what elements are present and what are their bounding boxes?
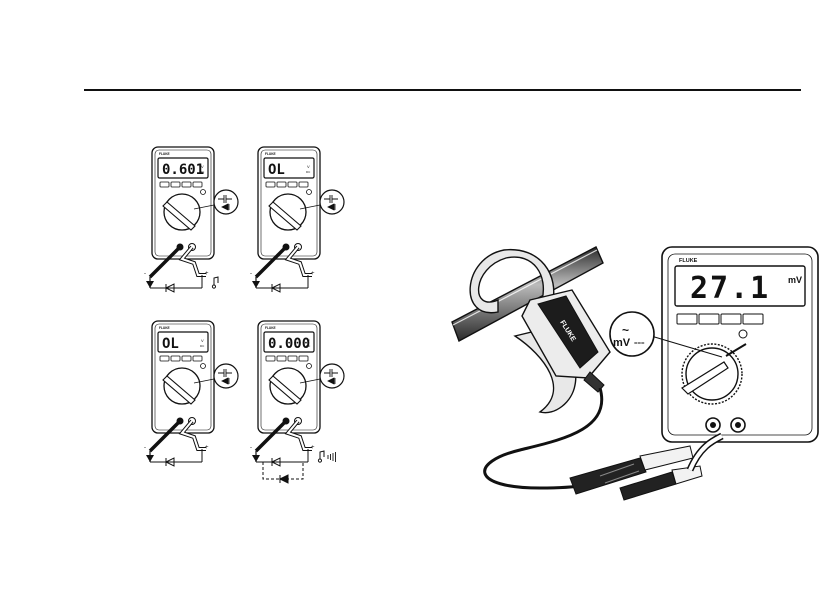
meter-reading: 0.000	[268, 336, 310, 352]
callout-dc-symbol: ===	[634, 341, 645, 347]
polarity-minus: -	[250, 445, 252, 451]
button-2[interactable]	[699, 314, 719, 324]
meter-button[interactable]	[266, 356, 275, 361]
beep-note-icon	[318, 451, 324, 462]
polarity-minus: -	[144, 445, 146, 451]
meter-button[interactable]	[299, 356, 308, 361]
clamp-setup: FLUKE FLUKE 27.1 mV	[452, 247, 818, 500]
meter-unit: V	[201, 164, 204, 169]
meter-button[interactable]	[299, 182, 308, 187]
meter-button[interactable]	[277, 182, 286, 187]
polarity-plus: +	[311, 271, 315, 277]
polarity-minus: -	[250, 271, 252, 277]
meter-button[interactable]	[288, 182, 297, 187]
meter-power-button[interactable]	[201, 190, 206, 195]
lcd-unit: mV	[788, 275, 802, 285]
meter-button[interactable]	[160, 356, 169, 361]
brand-logo: FLUKE	[679, 258, 698, 264]
parallel-branch	[263, 462, 303, 479]
meter-reading: 0.601	[162, 162, 204, 178]
meter-button[interactable]	[277, 356, 286, 361]
meter-power-button[interactable]	[201, 364, 206, 369]
meter-brand: FLUKE	[159, 152, 170, 156]
beep-note-icon	[212, 277, 218, 288]
meter-brand: FLUKE	[265, 152, 276, 156]
polarity-plus: +	[311, 445, 315, 451]
meter-button[interactable]	[182, 356, 191, 361]
polarity-plus: +	[205, 445, 209, 451]
meter-brand: FLUKE	[265, 326, 276, 330]
meter-button[interactable]	[193, 182, 202, 187]
minus-arrow	[146, 281, 154, 288]
meter-unit: V	[201, 338, 204, 343]
small-meter-2: FLUKEOLVDC-+	[250, 147, 344, 292]
meter-power-button[interactable]	[307, 364, 312, 369]
polarity-minus: -	[144, 271, 146, 277]
meter-unit: V	[307, 338, 310, 343]
meter-power-button[interactable]	[307, 190, 312, 195]
meter-brand: FLUKE	[159, 326, 170, 330]
meter-button[interactable]	[193, 356, 202, 361]
power-button[interactable]	[739, 330, 747, 338]
clamp-jaw: FLUKE	[470, 250, 610, 413]
lcd-reading: 27.1	[690, 271, 770, 306]
meter-reading: OL	[268, 162, 285, 178]
minus-arrow	[146, 455, 154, 462]
meter-button[interactable]	[171, 356, 180, 361]
callout-unit: mV	[613, 337, 631, 349]
meter-reading: OL	[162, 336, 179, 352]
parallel-diode	[280, 475, 288, 483]
multimeter-large: FLUKE 27.1 mV	[662, 247, 818, 470]
button-1[interactable]	[677, 314, 697, 324]
meter-unit: V	[307, 164, 310, 169]
button-3[interactable]	[721, 314, 741, 324]
meter-button[interactable]	[182, 182, 191, 187]
meter-button[interactable]	[288, 356, 297, 361]
minus-arrow	[252, 455, 260, 462]
button-4[interactable]	[743, 314, 763, 324]
polarity-plus: +	[205, 271, 209, 277]
meter-button[interactable]	[266, 182, 275, 187]
minus-arrow	[252, 281, 260, 288]
banana-plugs	[570, 446, 702, 500]
meter-button[interactable]	[171, 182, 180, 187]
meter-button[interactable]	[160, 182, 169, 187]
callout-ac-symbol: ~	[622, 323, 629, 337]
